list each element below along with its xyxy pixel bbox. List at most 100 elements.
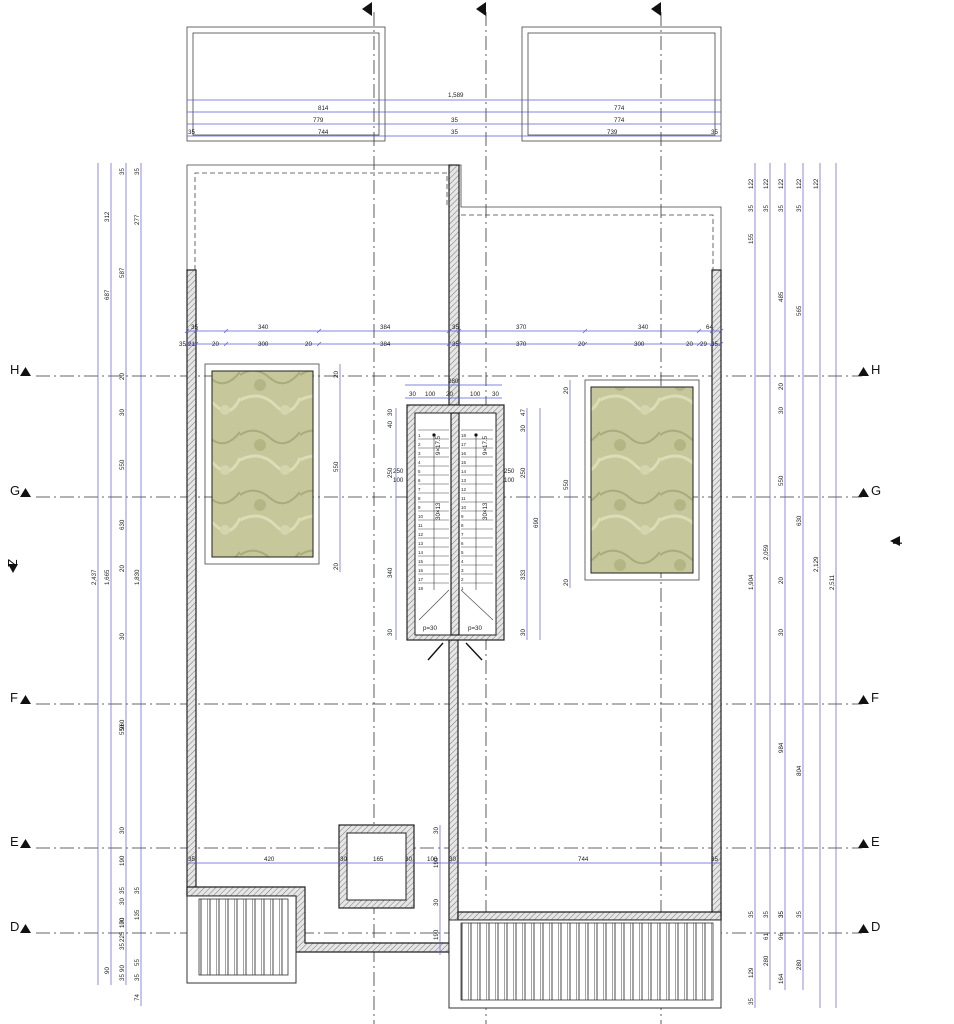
axis-marker-icon (890, 536, 900, 546)
dim-text: 35 (748, 205, 755, 212)
stair-step-number: 17 (461, 442, 467, 447)
dim-text: 340 (638, 324, 649, 331)
axis-marker-icon (858, 924, 869, 933)
dim-text: 20 (119, 373, 126, 380)
dim-text: 30 (433, 899, 440, 906)
dim-text: 225 (119, 931, 126, 942)
dim-text: 2,511 (829, 574, 836, 590)
opening-right-frame (584, 379, 700, 581)
dim-text: 550 (333, 461, 340, 472)
stair-step-number: 7 (461, 532, 464, 537)
dim-text: 30 (119, 827, 126, 834)
dim-text: 35 (778, 911, 785, 918)
stair-step-number: 17 (418, 577, 424, 582)
dim-text: 340 (258, 324, 269, 331)
dim-text: 20 (333, 371, 340, 378)
wall-left (186, 269, 197, 897)
dim-text: 35 (711, 341, 718, 348)
dim-text: 35 (119, 974, 126, 981)
dim-text: 485 (778, 291, 785, 302)
dim-text: 20 (686, 341, 693, 348)
dim-text: 1,589 (448, 92, 464, 99)
stair-step-number: 13 (461, 478, 467, 483)
dim-text: 30 (387, 629, 394, 636)
dim-text: 35 (452, 324, 459, 331)
dim-text: 40 (387, 421, 394, 428)
dim-text: 2,059 (763, 544, 770, 560)
dim-text: 35 (763, 205, 770, 212)
dim-text: 35 (796, 205, 803, 212)
stair-step-number: 12 (418, 532, 424, 537)
dim-text: 250 (520, 467, 527, 478)
axis-label-right: F (871, 690, 879, 705)
dim-text: 74 (134, 994, 141, 1001)
axis-marker-icon (20, 839, 31, 848)
stair-step-number: 9 (418, 505, 421, 510)
dim-text: 384 (380, 324, 391, 331)
axis-label-right: H (871, 362, 880, 377)
dim-text: 35 (119, 168, 126, 175)
dim-text: 774 (614, 105, 625, 112)
dim-text: 122 (778, 178, 785, 189)
stair-step-number: 6 (418, 478, 421, 483)
stair-step-number: 15 (418, 559, 424, 564)
dim-text: 35 (748, 911, 755, 918)
dim-text: 90 (119, 965, 126, 972)
top-balcony-right (521, 26, 722, 142)
dim-text: 170 (119, 917, 126, 928)
dim-text: 739 (607, 129, 618, 136)
axis-marker-icon (20, 367, 31, 376)
stair-step-number: 13 (418, 541, 424, 546)
dim-text: 35 (711, 856, 718, 863)
dim-text: 122 (796, 178, 803, 189)
dim-text: 55 (134, 959, 141, 966)
axis-label-left: D (10, 919, 19, 934)
dim-text: 35 (119, 943, 126, 950)
stair-step-number: 18 (418, 586, 424, 591)
axis-marker-icon (858, 695, 869, 704)
stair-divider (450, 412, 460, 636)
stair-step-number: 3 (418, 451, 421, 456)
dim-text: 61 (763, 933, 770, 940)
top-balcony-left-inner (192, 32, 380, 136)
dim-text: 20 (305, 341, 312, 348)
stair-step-number: 1 (418, 433, 421, 438)
axis-marker-icon (362, 2, 372, 16)
dim-text: 312 (104, 211, 111, 222)
dim-text: 250 (504, 468, 515, 475)
stair-step-number: 15 (461, 460, 467, 465)
dim-text: 630 (796, 515, 803, 526)
stair-step-number: 4 (461, 559, 464, 564)
roof-outline-left (186, 164, 722, 270)
dim-text: 20 (563, 579, 570, 586)
dim-text: 30 (119, 633, 126, 640)
deck-left-boards (198, 898, 289, 976)
dim-text: 30 (409, 391, 416, 398)
axis-label-left: E (10, 834, 19, 849)
stair-step-number: 14 (418, 550, 424, 555)
dim-text: 165 (373, 856, 384, 863)
dim-text: 30 (778, 629, 785, 636)
dim-text: 550 (563, 479, 570, 490)
dim-text: 277 (134, 214, 141, 225)
axis-label-left: G (10, 483, 20, 498)
dim-text: 420 (264, 856, 275, 863)
axis-marker-icon (20, 924, 31, 933)
dim-text: 280 (796, 959, 803, 970)
dim-text: 550 (119, 459, 126, 470)
dim-text: 30 (119, 409, 126, 416)
stair-step-number: 8 (461, 523, 464, 528)
shaft-inner (346, 832, 407, 901)
dim-text: 122 (748, 178, 755, 189)
dim-text: 122 (763, 178, 770, 189)
dim-text: 35 (711, 129, 718, 136)
dim-text: 30 (520, 629, 527, 636)
dim-text: 779 (313, 117, 324, 124)
dim-text: 250 (387, 467, 394, 478)
stair-step-number: 4 (418, 460, 421, 465)
axis-marker-icon (858, 367, 869, 376)
dim-text: p=30 (468, 625, 482, 632)
stair-step-number: 16 (418, 568, 424, 573)
stair-start-icon (432, 433, 436, 437)
dim-text: 1,830 (134, 569, 141, 585)
